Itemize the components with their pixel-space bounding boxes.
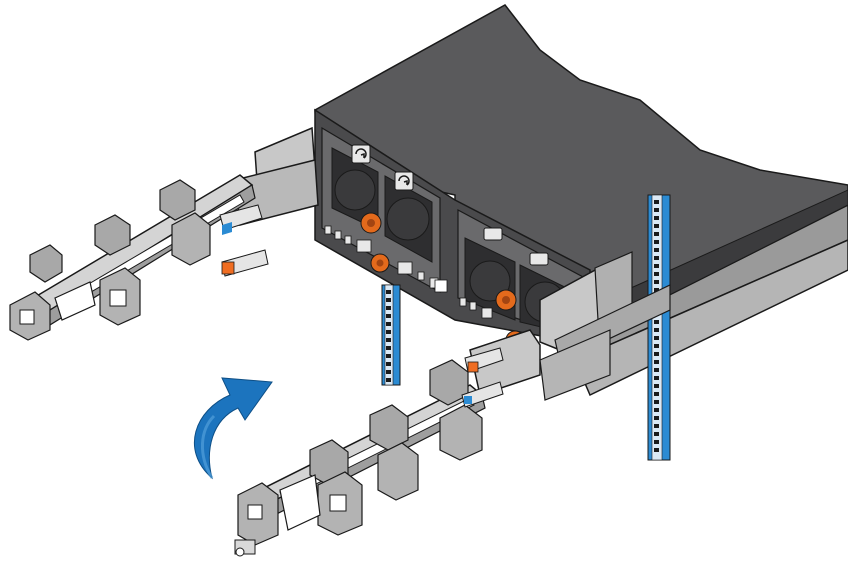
rack-hole [654, 344, 659, 348]
server-chassis [314, 4, 848, 350]
rack-hole [654, 240, 659, 244]
rack-hole [386, 362, 391, 366]
rack-hole [654, 208, 659, 212]
rack-hole [654, 320, 659, 324]
rack-hole [654, 392, 659, 396]
rack-hole [386, 338, 391, 342]
cable-clip[interactable] [234, 359, 483, 557]
rack-hole [654, 272, 659, 276]
rack-hole [654, 256, 659, 260]
rack-hole [386, 306, 391, 310]
cable-clip[interactable] [9, 179, 211, 341]
rack-hole [654, 216, 659, 220]
recycle-icon [351, 144, 371, 164]
rack-hole [654, 432, 659, 436]
rack-hole [654, 280, 659, 284]
rack-post-left [381, 284, 401, 386]
lower-cable-arm[interactable] [234, 329, 611, 557]
rack-hole [654, 448, 659, 452]
rack-hole [386, 346, 391, 350]
recycle-icon [394, 171, 414, 191]
rack-hole [654, 224, 659, 228]
rack-hole [654, 352, 659, 356]
rack-hole [386, 290, 391, 294]
rack-hole [654, 288, 659, 292]
rack-hole [654, 384, 659, 388]
power-connector-icon [483, 227, 549, 266]
rack-hole [386, 370, 391, 374]
cable-connector[interactable] [219, 204, 269, 277]
rack-hole [654, 440, 659, 444]
rack-hole [386, 298, 391, 302]
rack-hole [654, 376, 659, 380]
rack-hole [654, 200, 659, 204]
rack-hole [654, 328, 659, 332]
rack-hole [654, 368, 659, 372]
rack-hole [654, 336, 659, 340]
rack-hole [386, 322, 391, 326]
rack-hole [654, 400, 659, 404]
power-supply-1 [321, 126, 441, 294]
rack-post-right [647, 194, 671, 461]
rack-hole [654, 360, 659, 364]
upper-cable-arm[interactable] [9, 126, 319, 341]
rack-hole [654, 248, 659, 252]
rack-hole [386, 378, 391, 382]
rack-hole [386, 354, 391, 358]
rack-hole [386, 314, 391, 318]
rack-hole [654, 424, 659, 428]
rack-hole [654, 408, 659, 412]
rack-hole [654, 264, 659, 268]
rack-hole [654, 232, 659, 236]
rack-hole [654, 416, 659, 420]
cable-connector[interactable] [461, 347, 504, 408]
rotate-arrow-icon [194, 377, 273, 480]
rack-hole [386, 330, 391, 334]
